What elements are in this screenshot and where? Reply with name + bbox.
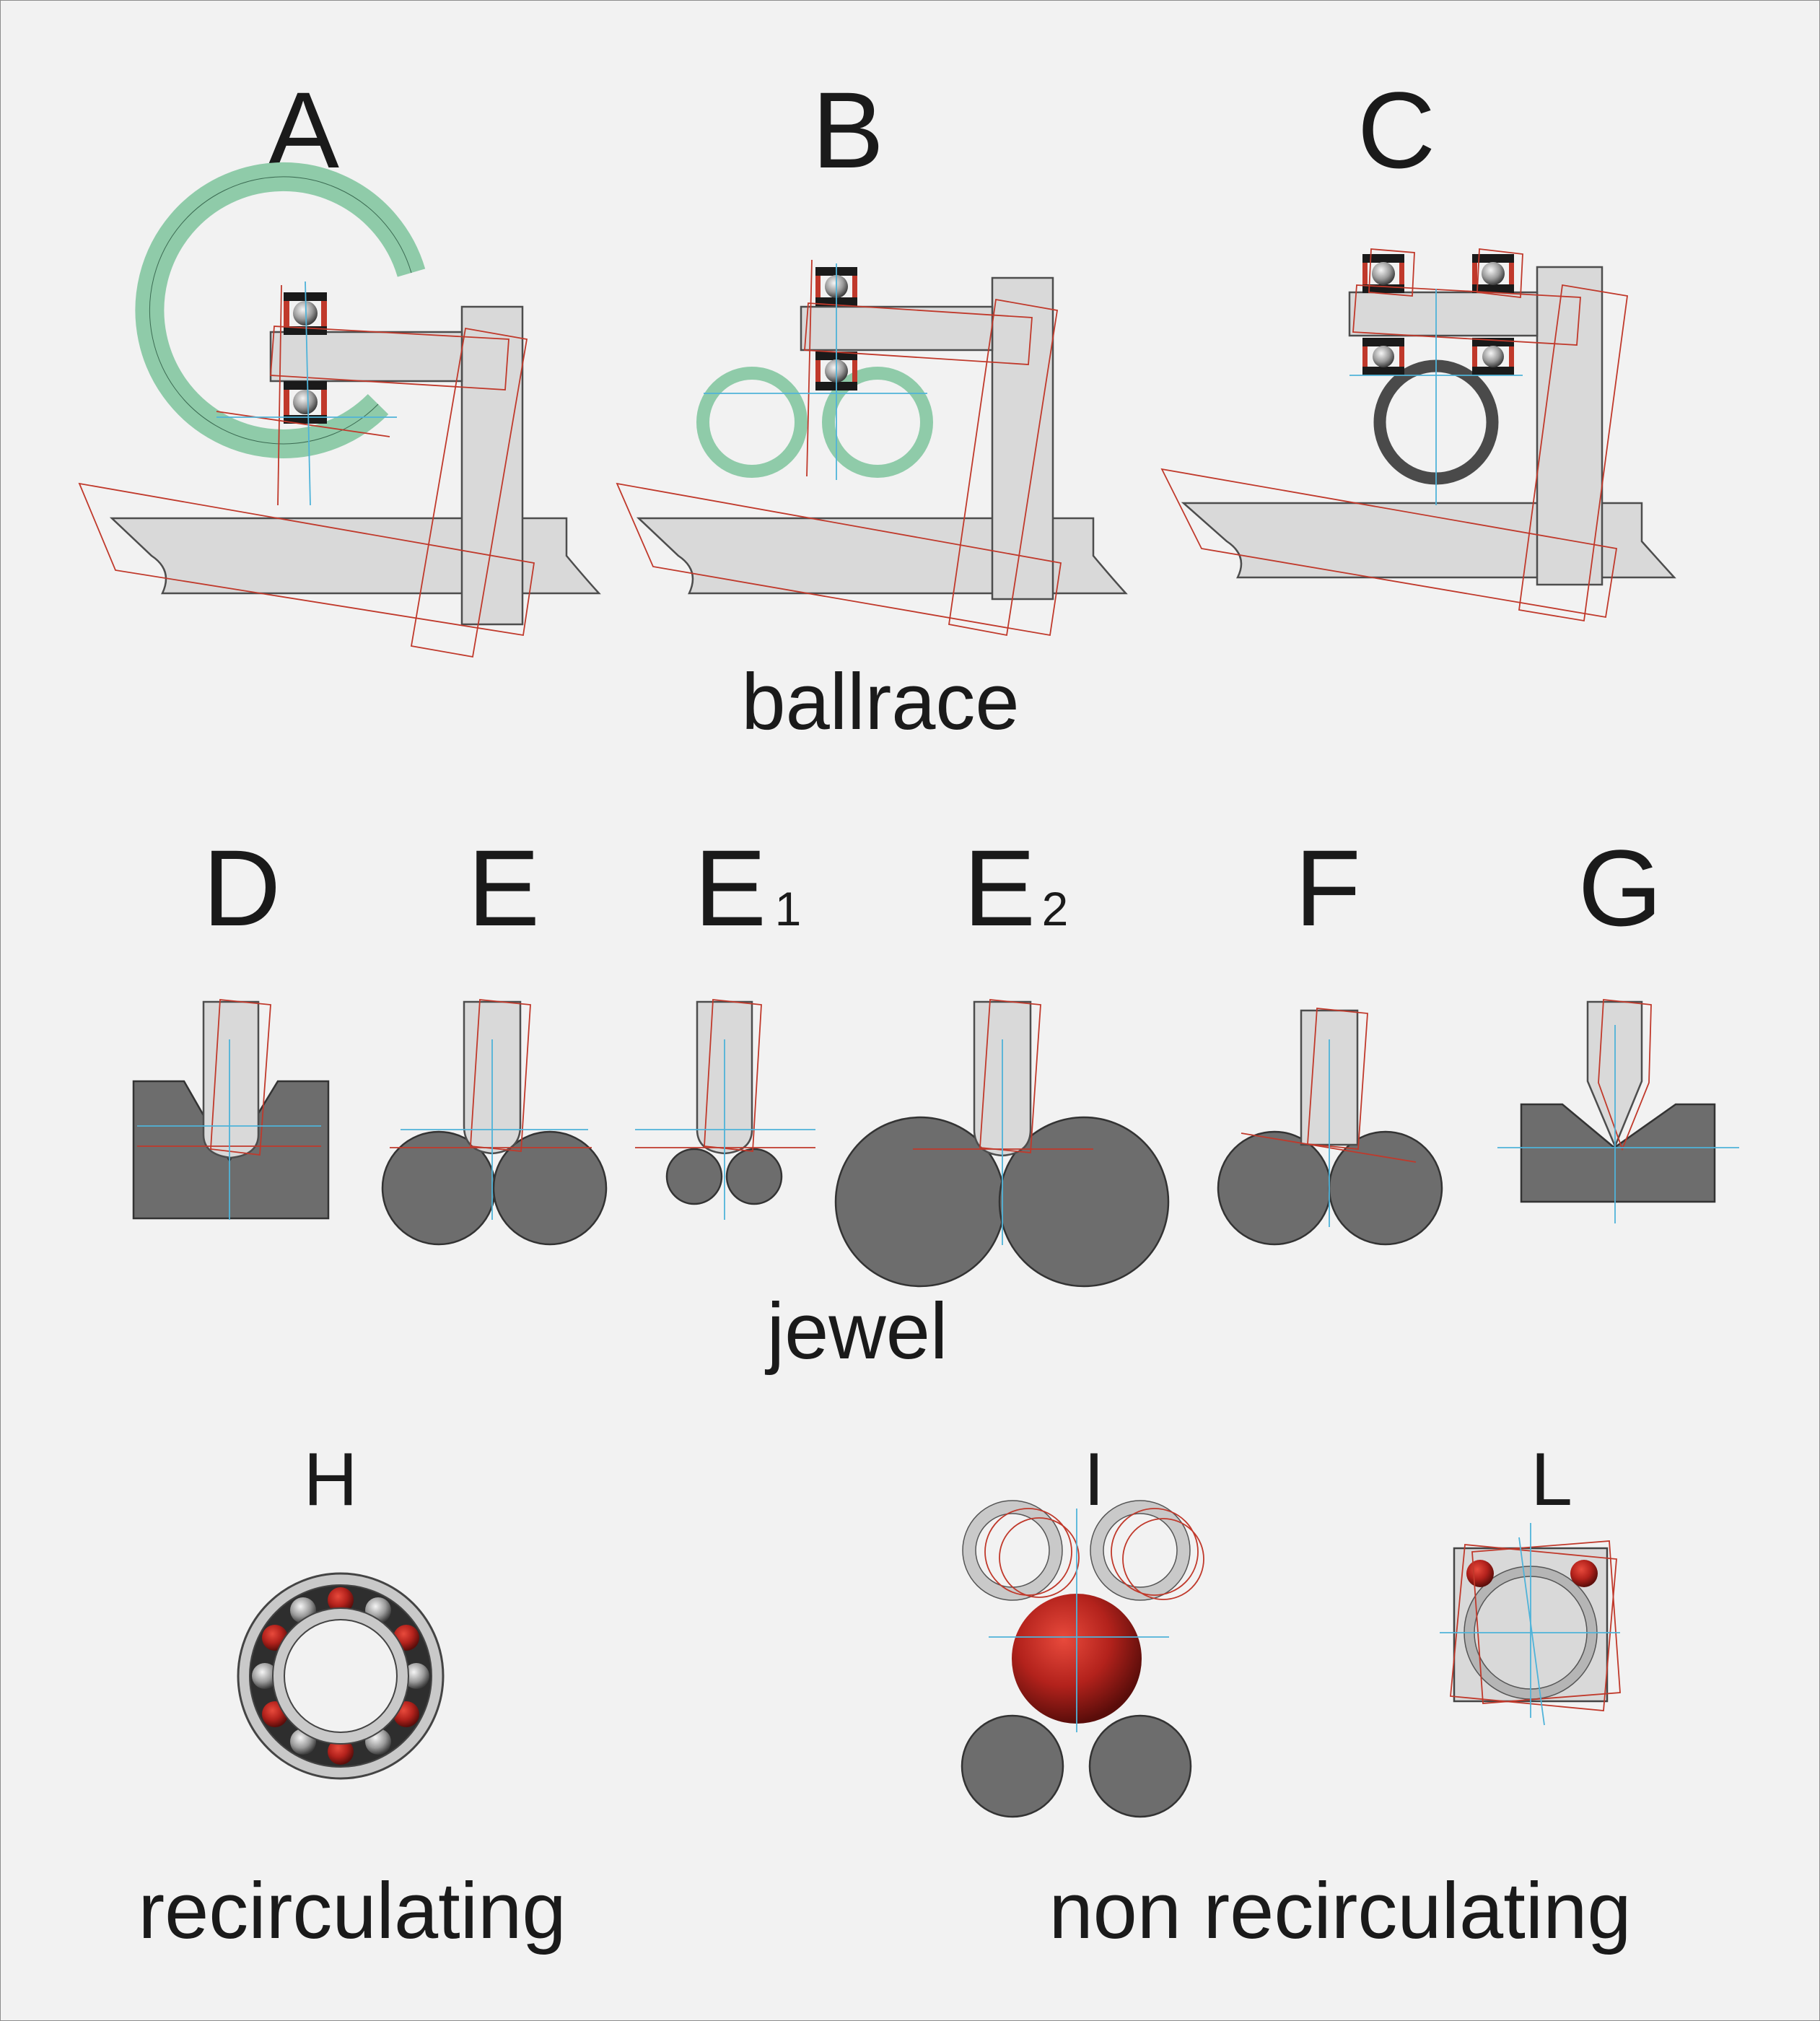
jewel-ball-right bbox=[998, 1116, 1170, 1288]
panel-f-drawing bbox=[1217, 1008, 1443, 1246]
green-ring-left bbox=[696, 367, 808, 478]
upright-post bbox=[991, 276, 1054, 601]
inner-race bbox=[273, 1608, 408, 1744]
panel-b-axes bbox=[704, 263, 927, 480]
bearing-right-bottom bbox=[1472, 338, 1514, 375]
label-e2-subscript: 2 bbox=[1042, 882, 1069, 935]
label-e1-subscript: 1 bbox=[775, 882, 802, 935]
panel-a-tilted-traces bbox=[78, 284, 535, 658]
base-plate bbox=[109, 517, 601, 595]
caption-ballrace: ballrace bbox=[741, 658, 1019, 746]
panel-d-drawing bbox=[132, 999, 330, 1220]
panel-h-ball-bearing bbox=[237, 1572, 445, 1780]
panel-a-axes bbox=[216, 281, 397, 506]
panel-e1-drawing bbox=[635, 999, 815, 1220]
label-c: C bbox=[1357, 69, 1435, 191]
bearing-top bbox=[284, 292, 327, 335]
panel-a-drawing bbox=[78, 162, 601, 658]
panel-b-drawing bbox=[616, 259, 1128, 637]
label-e1: E bbox=[694, 827, 766, 948]
label-h: H bbox=[303, 1438, 357, 1522]
label-d: D bbox=[203, 827, 281, 948]
label-i: I bbox=[1084, 1438, 1105, 1522]
bearing-left-bottom bbox=[1362, 338, 1404, 375]
caption-recirculating: recirculating bbox=[138, 1867, 566, 1955]
green-ring-right bbox=[822, 367, 933, 478]
caption-jewel: jewel bbox=[765, 1287, 948, 1376]
bearing-right-top bbox=[1472, 254, 1514, 293]
horizontal-arm bbox=[800, 305, 994, 352]
small-ball-right bbox=[1570, 1560, 1598, 1587]
label-e2: E bbox=[963, 827, 1036, 948]
jewel-ball-left bbox=[665, 1148, 723, 1205]
support-ball-right bbox=[1088, 1714, 1192, 1818]
panel-e-drawing bbox=[381, 999, 608, 1246]
jewel-ball-right bbox=[1328, 1130, 1443, 1246]
panel-b-tilted-traces bbox=[616, 259, 1062, 637]
panel-c-axes bbox=[1349, 289, 1523, 505]
jewel-ball-left bbox=[1217, 1130, 1332, 1246]
panel-l-drawing bbox=[1440, 1523, 1621, 1726]
label-f: F bbox=[1295, 827, 1361, 948]
horizontal-arm bbox=[1348, 291, 1539, 337]
panel-c-drawing bbox=[1160, 248, 1676, 622]
horizontal-arm bbox=[269, 331, 463, 383]
label-e: E bbox=[468, 827, 540, 948]
panel-c-tilted-traces bbox=[1160, 248, 1629, 622]
upright-post bbox=[1536, 266, 1604, 586]
v-block bbox=[132, 1080, 330, 1220]
panel-i-drawing bbox=[961, 1500, 1204, 1818]
upright-post bbox=[460, 305, 524, 626]
shallow-v-block bbox=[1520, 1103, 1716, 1203]
label-b: B bbox=[812, 69, 884, 191]
jewel-ball-right bbox=[725, 1148, 783, 1205]
small-ball-left bbox=[1466, 1560, 1494, 1587]
label-l: L bbox=[1531, 1438, 1572, 1522]
green-c-ring-outline bbox=[149, 176, 412, 445]
caption-non-recirculating: non recirculating bbox=[1049, 1867, 1631, 1955]
jewel-ball-right bbox=[492, 1130, 608, 1246]
guide-ring-left bbox=[963, 1501, 1062, 1600]
panel-g-drawing bbox=[1497, 999, 1739, 1223]
support-ball-left bbox=[961, 1714, 1064, 1818]
label-g: G bbox=[1578, 827, 1663, 948]
panel-e2-drawing bbox=[834, 999, 1170, 1288]
guide-ring-right bbox=[1090, 1501, 1190, 1600]
